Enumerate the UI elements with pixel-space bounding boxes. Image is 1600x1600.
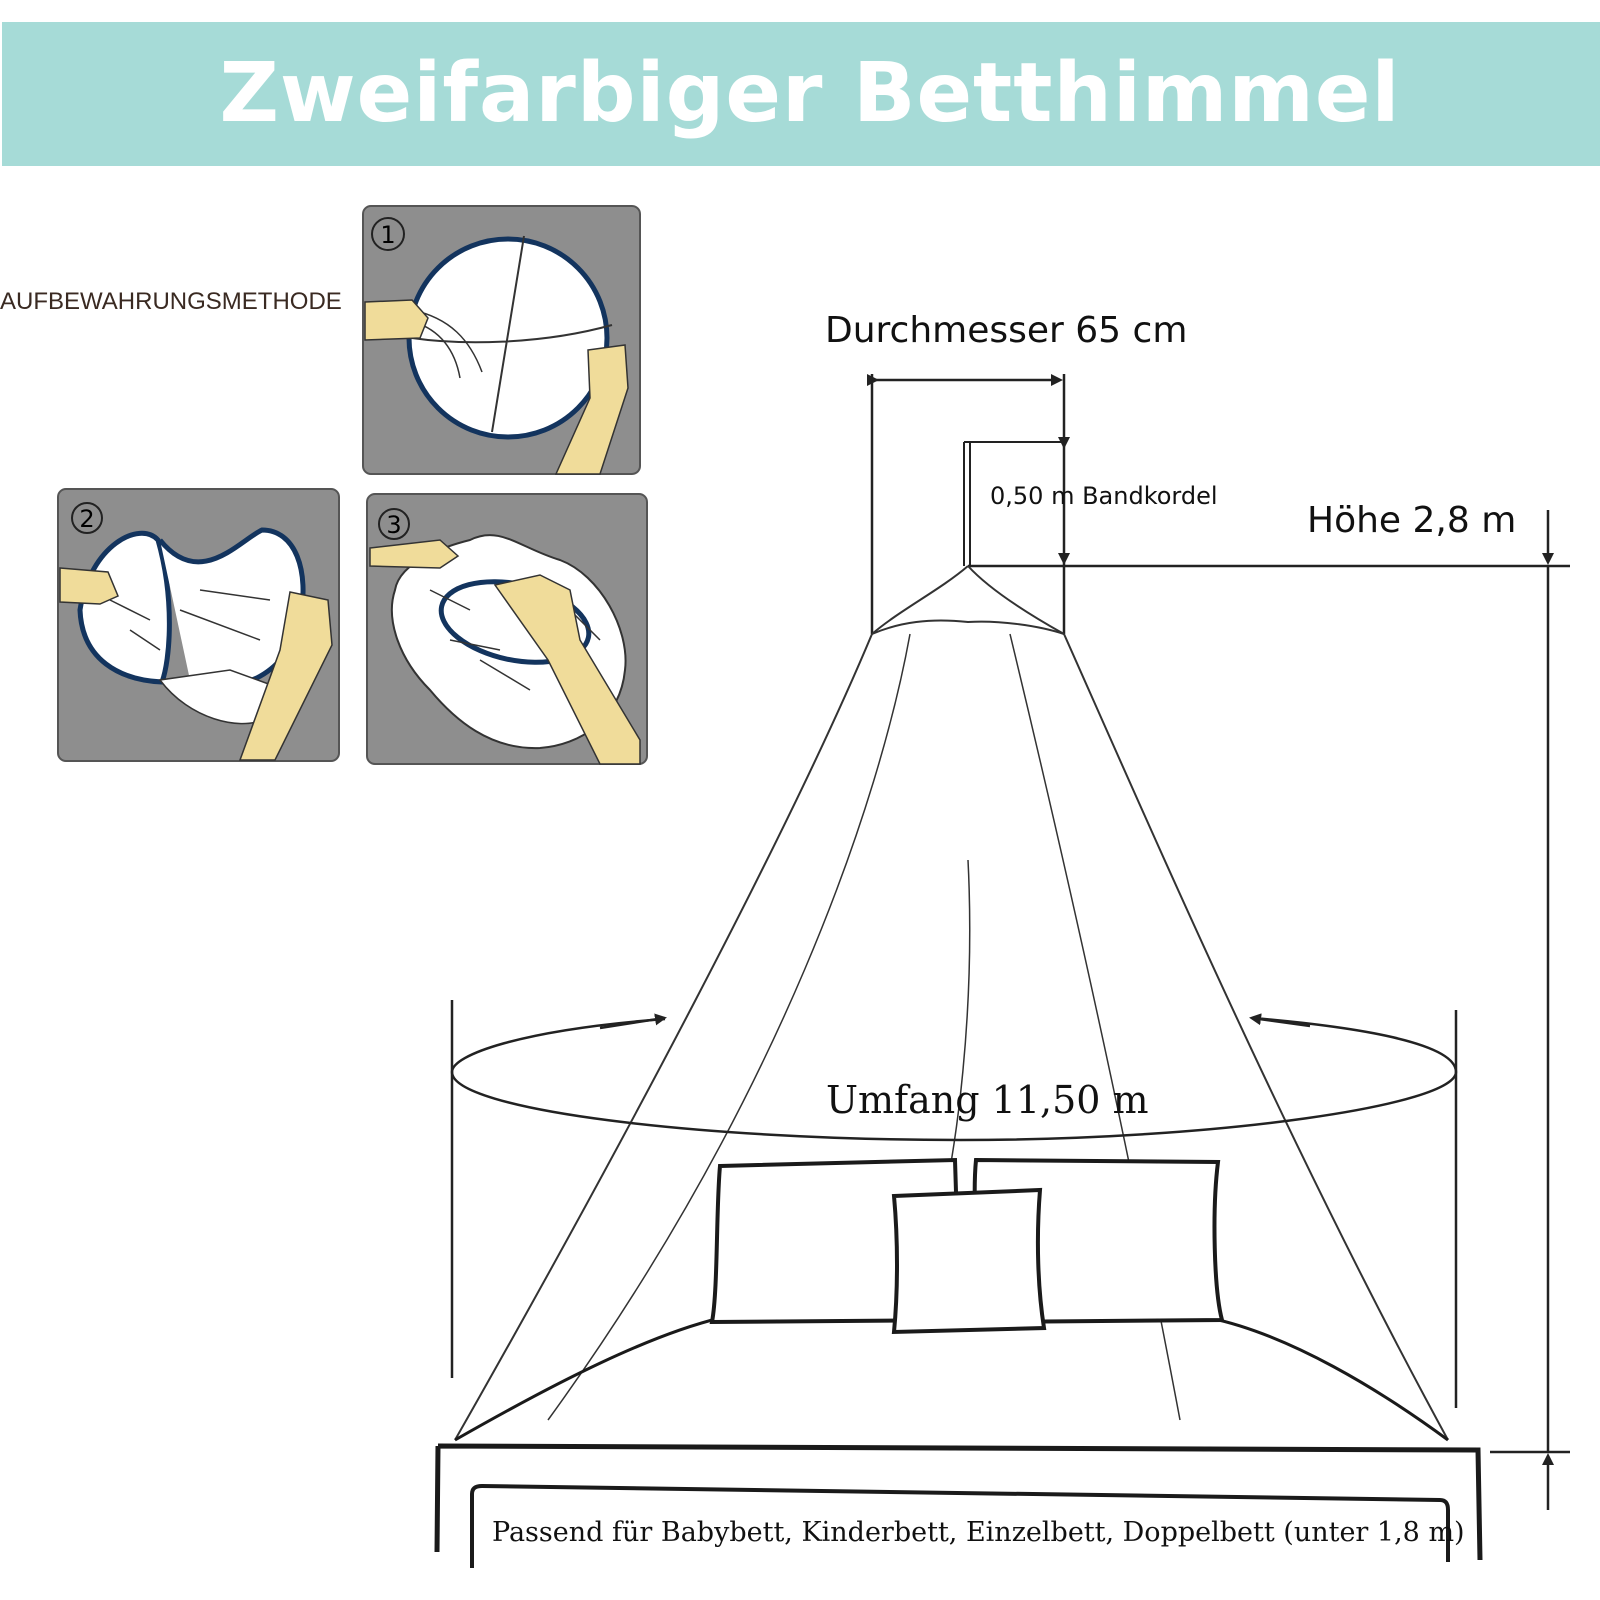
step-1-number: 1 xyxy=(380,221,395,249)
page-title: Zweifarbiger Betthimmel xyxy=(219,46,1401,141)
storage-step-1-panel: 1 xyxy=(362,205,641,475)
bed-fit-label: Passend für Babybett, Kinderbett, Einzel… xyxy=(492,1517,1465,1548)
step-2-number: 2 xyxy=(79,505,94,533)
title-banner xyxy=(2,22,1600,166)
storage-method-label: AUFBEWAHRUNGSMETHODE xyxy=(0,288,342,315)
cord-label: 0,50 m Bandkordel xyxy=(990,482,1218,510)
storage-step-3-panel: 3 xyxy=(366,493,648,765)
height-dimension xyxy=(968,510,1570,1510)
storage-step-2-panel: 2 xyxy=(57,488,340,762)
cord-dimension xyxy=(963,437,1070,566)
circumference-dimension xyxy=(450,1000,1458,1408)
diameter-label: Durchmesser 65 cm xyxy=(825,310,1188,351)
circumference-label: Umfang 11,50 m xyxy=(826,1078,1149,1122)
step-3-number: 3 xyxy=(386,511,401,539)
height-label: Höhe 2,8 m xyxy=(1307,500,1517,541)
bed-illustration xyxy=(434,1157,1483,1568)
